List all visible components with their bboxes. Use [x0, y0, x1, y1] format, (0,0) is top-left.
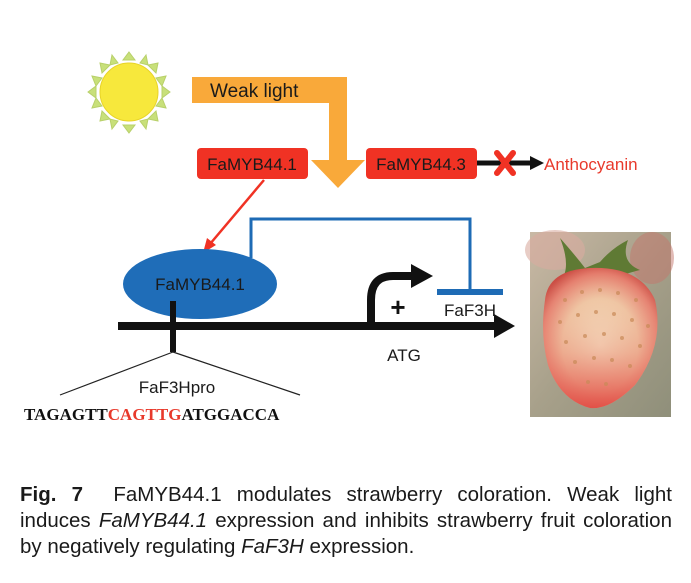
famyb443-box-label: FaMYB44.3: [376, 155, 466, 174]
anthocyanin-label: Anthocyanin: [544, 155, 638, 174]
dna-strand: [118, 314, 515, 338]
figure-label: Fig. 7: [20, 483, 84, 506]
activation-arrow: [203, 179, 265, 253]
strawberry-photo: [525, 230, 674, 417]
transcription-start-arrow: [367, 264, 433, 322]
atg-label: ATG: [387, 346, 421, 365]
inhibition-line: [249, 217, 472, 292]
weak-light-arrow: [192, 77, 365, 188]
caption-part1: FaMYB44.1 modulates strawberry coloratio…: [20, 483, 672, 532]
caption-gene2: FaF3H: [241, 535, 304, 558]
faf3h-label: FaF3H: [444, 301, 496, 320]
sequence-prefix: TAGAGTT: [24, 405, 108, 424]
famyb441-box: [197, 148, 308, 179]
famyb441-ellipse: [123, 249, 277, 319]
block-x-icon: [494, 150, 516, 176]
weak-light-label: Weak light: [210, 81, 299, 102]
famyb441-ellipse-label: FaMYB44.1: [155, 275, 245, 294]
promoter-label: FaF3Hpro: [139, 378, 216, 397]
promoter-sequence: TAGAGTTCAGTTGATGGACCA: [24, 405, 280, 424]
figure-caption: Fig. 7 FaMYB44.1 modulates strawberry co…: [20, 482, 672, 560]
caption-part3: expression.: [303, 535, 415, 558]
sequence-suffix: ATGGACCA: [181, 405, 280, 424]
famyb443-box: [366, 148, 477, 179]
promoter-zoom-lines: [59, 351, 301, 396]
famyb441-box-label: FaMYB44.1: [207, 155, 297, 174]
caption-gene1: FaMYB44.1: [98, 509, 208, 532]
sun-icon: [87, 51, 171, 134]
plus-sign: +: [390, 292, 405, 322]
caption-part2: expression and inhibits strawberry fruit…: [20, 509, 672, 558]
regulation-diagram: Weak light FaMYB44.1 FaMYB44.3 Anthocyan…: [24, 51, 674, 424]
sequence-motif: CAGTTG: [108, 405, 182, 424]
